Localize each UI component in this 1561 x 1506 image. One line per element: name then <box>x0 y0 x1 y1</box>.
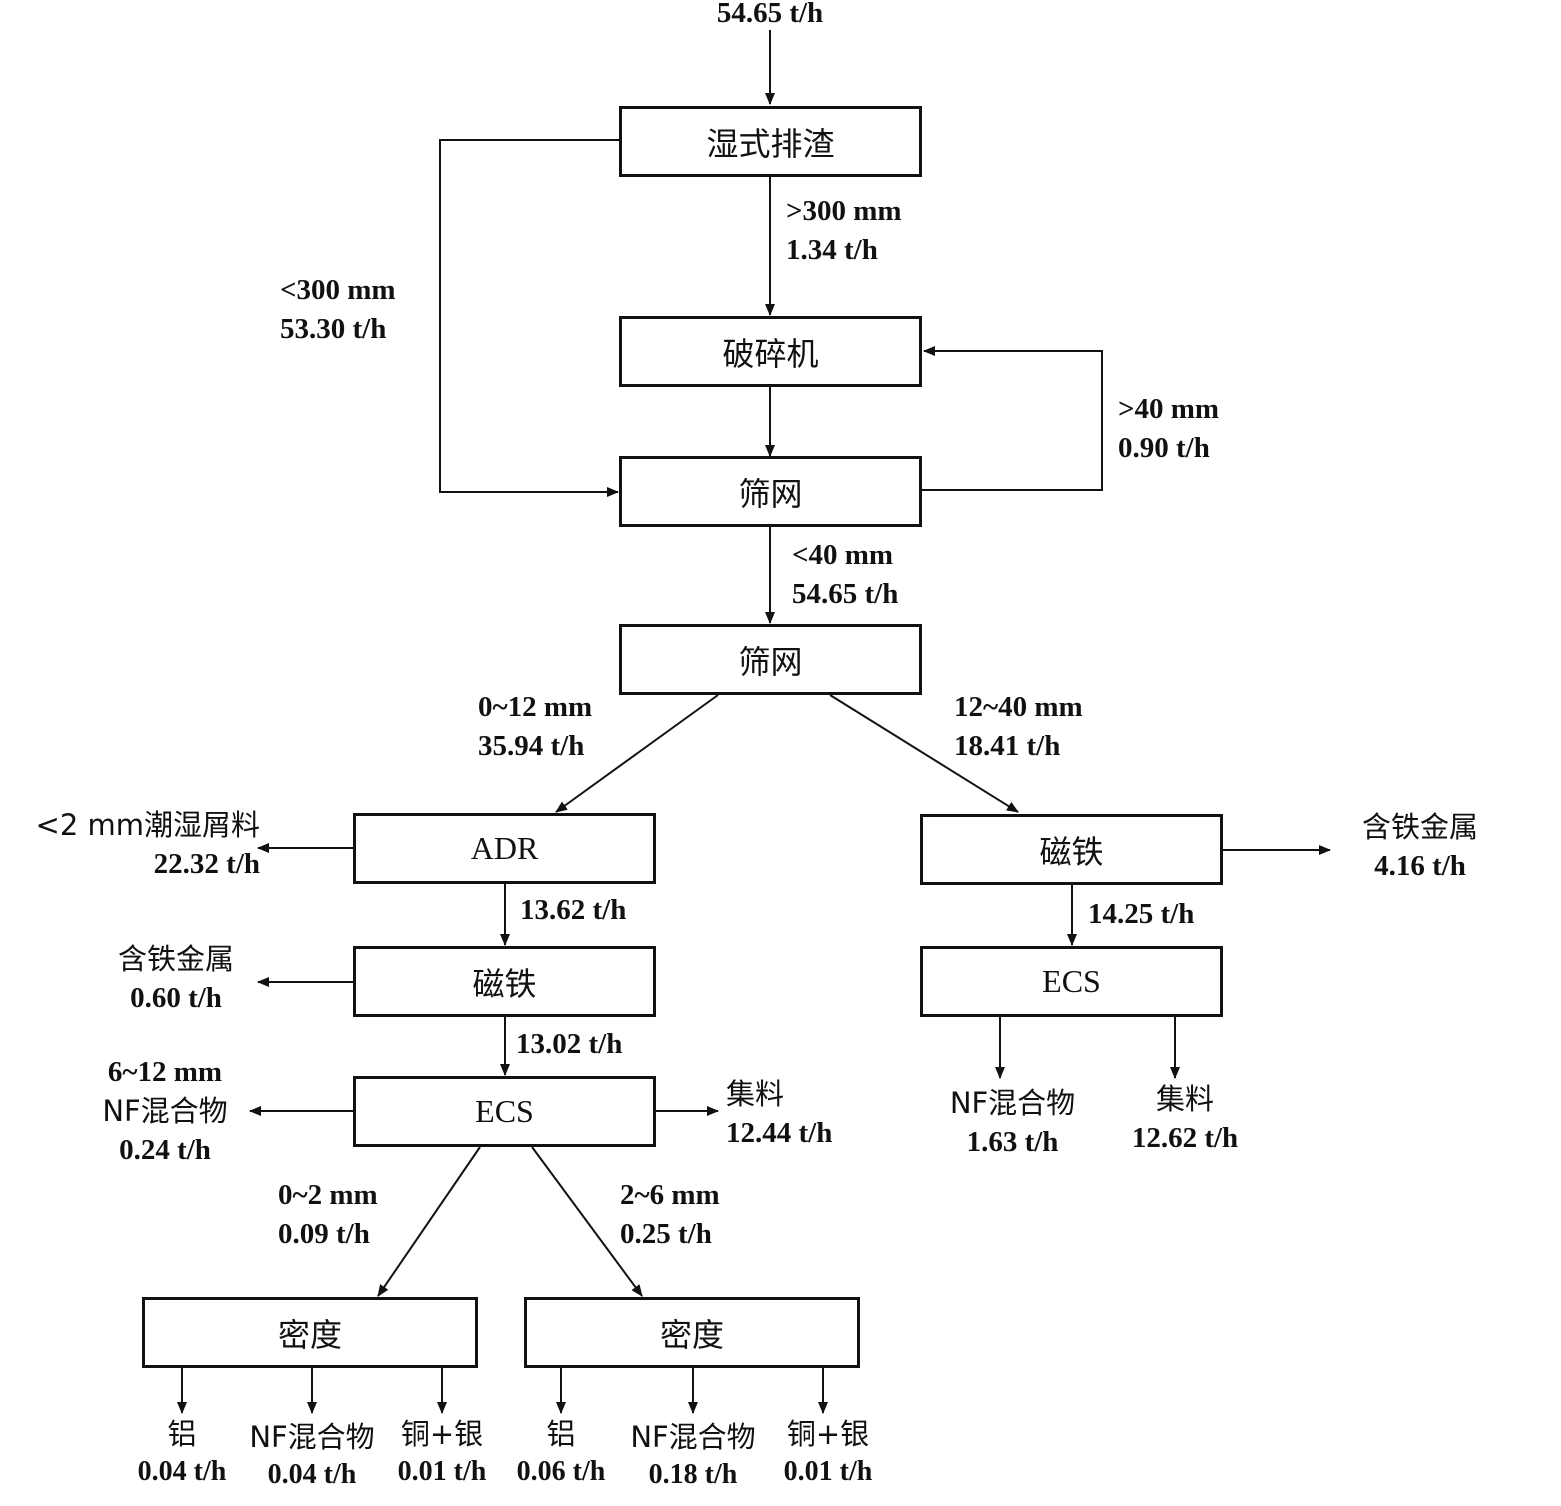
arrow-lt300 <box>439 139 620 497</box>
arrow-ecs-2-6 <box>531 1146 643 1297</box>
screen-box-1: 筛网 <box>619 456 922 527</box>
adr-to-magnet-label: 13.62 t/h <box>520 894 627 926</box>
input-rate-label: 54.65 t/h <box>716 0 824 29</box>
arrow-coarse <box>829 694 1019 813</box>
magnet-box-right: 磁铁 <box>920 814 1223 885</box>
wet-discharge-box: 湿式排渣 <box>619 106 922 177</box>
magnet-left-to-ecs-label: 13.02 t/h <box>516 1028 623 1060</box>
arrow-ecs-0-2 <box>377 1146 481 1297</box>
magnet-right-to-ecs-label: 14.25 t/h <box>1088 898 1195 930</box>
adr-box: ADR <box>353 813 656 884</box>
density-box-left: 密度 <box>142 1297 478 1368</box>
magnet-box-left: 磁铁 <box>353 946 656 1017</box>
crusher-box: 破碎机 <box>619 316 922 387</box>
density-box-right: 密度 <box>524 1297 860 1368</box>
arrow-gt40 <box>920 346 1103 491</box>
screen-box-2: 筛网 <box>619 624 922 695</box>
arrow-fine <box>555 694 719 813</box>
ecs-box-right: ECS <box>920 946 1223 1017</box>
ecs-box-left: ECS <box>353 1076 656 1147</box>
